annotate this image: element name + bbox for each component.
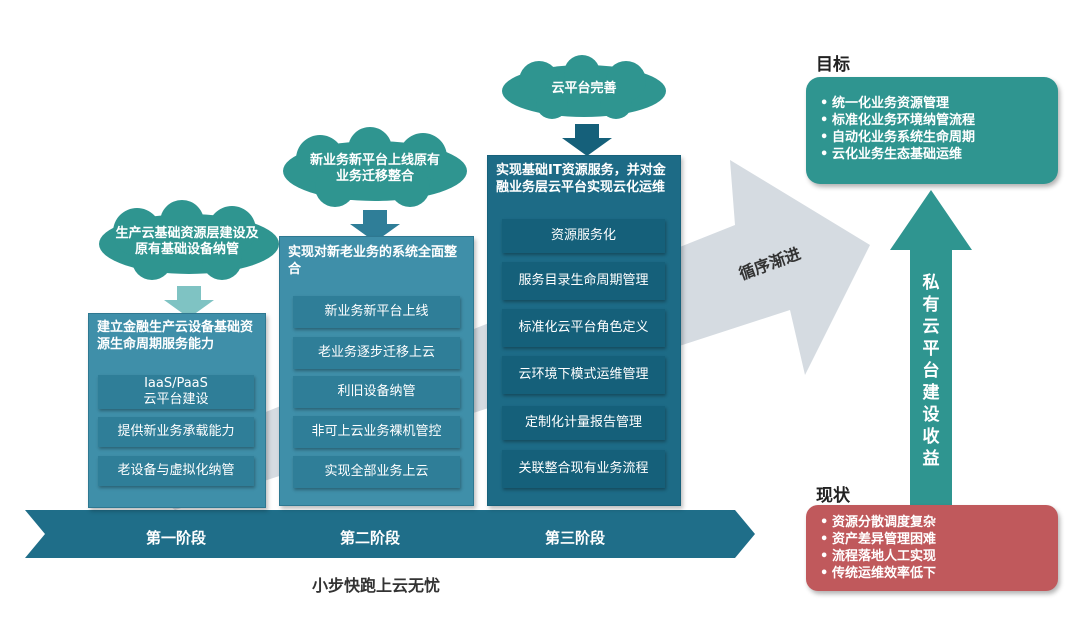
down-arrow-icon — [562, 124, 612, 156]
goal-item: 统一化业务资源管理 — [820, 95, 1058, 112]
benefit-up-arrow — [890, 190, 972, 508]
cloud-label-2: 新业务新平台上线原有业务迁移整合 — [309, 153, 440, 184]
stage1-item: 老设备与虚拟化纳管 — [98, 456, 254, 486]
stage3-item: 关联整合现有业务流程 — [502, 450, 665, 488]
stage3-panel-title: 实现基础IT资源服务，并对金融业务层云平台实现云化运维 — [496, 163, 666, 195]
stage1-panel-title: 建立金融生产云设备基础资源生命周期服务能力 — [97, 320, 254, 352]
stage2-item: 老业务逐步迁移上云 — [293, 337, 460, 369]
cloud-label-3: 云平台完善 — [551, 81, 617, 96]
goal-box: 统一化业务资源管理 标准化业务环境纳管流程 自动化业务系统生命周期 云化业务生态… — [806, 77, 1058, 184]
stage3-item: 定制化计量报告管理 — [502, 406, 665, 440]
goal-heading: 目标 — [816, 55, 850, 75]
current-item: 传统运维效率低下 — [820, 565, 1058, 582]
stage2-panel-title: 实现对新老业务的系统全面整合 — [288, 245, 458, 277]
cloud-label-1: 生产云基础资源层建设及原有基础设备纳管 — [115, 226, 259, 257]
down-arrow-icon — [164, 286, 214, 318]
stage2-item: 新业务新平台上线 — [293, 296, 460, 328]
cloud-shape-2 — [283, 127, 467, 207]
benefit-label-text: 私有云平台建设收益 — [922, 273, 940, 469]
stage1-item: IaaS/PaaS 云平台建设 — [98, 375, 254, 409]
stage3-item: 资源服务化 — [502, 219, 665, 253]
goal-item: 标准化业务环境纳管流程 — [820, 112, 1058, 129]
stage2-item: 非可上云业务裸机管控 — [293, 416, 460, 448]
goal-item: 云化业务生态基础运维 — [820, 146, 1058, 163]
stage3-panel: 实现基础IT资源服务，并对金融业务层云平台实现云化运维 资源服务化 服务目录生命… — [487, 155, 681, 506]
stage3-item: 云环境下模式运维管理 — [502, 356, 665, 394]
stage2-item: 实现全部业务上云 — [293, 456, 460, 488]
stage3-item: 服务目录生命周期管理 — [502, 262, 665, 300]
current-item: 资产差异管理困难 — [820, 531, 1058, 548]
stage1-item: 提供新业务承载能力 — [98, 417, 254, 447]
stage-label-3: 第三阶段 — [545, 529, 606, 547]
footer-slogan: 小步快跑上云无忧 — [312, 576, 441, 595]
stage-label-2: 第二阶段 — [340, 529, 401, 547]
current-item: 流程落地人工实现 — [820, 548, 1058, 565]
current-item: 资源分散调度复杂 — [820, 514, 1058, 531]
benefit-label: 私有云平台建设收益 — [921, 272, 943, 470]
stage1-panel: 建立金融生产云设备基础资源生命周期服务能力 IaaS/PaaS 云平台建设 提供… — [88, 313, 266, 508]
stage2-item: 利旧设备纳管 — [293, 376, 460, 408]
goal-item: 自动化业务系统生命周期 — [820, 129, 1058, 146]
stage-label-1: 第一阶段 — [146, 529, 207, 547]
cloud-shape-1 — [99, 200, 279, 280]
stage2-panel: 实现对新老业务的系统全面整合 新业务新平台上线 老业务逐步迁移上云 利旧设备纳管… — [279, 236, 474, 506]
cloud-shape-3 — [502, 55, 666, 119]
current-heading: 现状 — [816, 486, 850, 506]
current-box: 资源分散调度复杂 资产差异管理困难 流程落地人工实现 传统运维效率低下 — [806, 505, 1058, 591]
down-arrow-icon — [350, 210, 400, 242]
stage3-item: 标准化云平台角色定义 — [502, 309, 665, 347]
